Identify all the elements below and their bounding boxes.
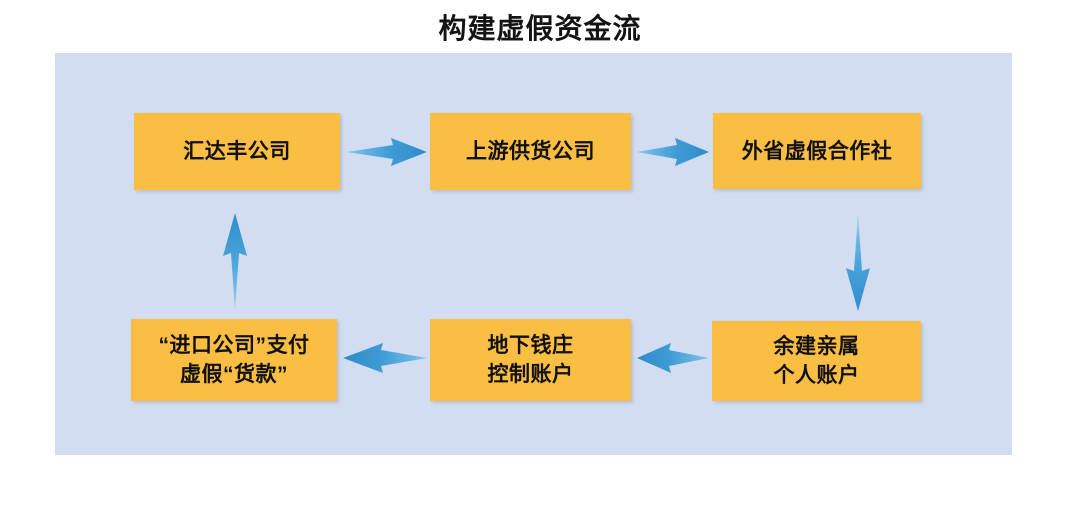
node-label: 上游供货公司	[466, 137, 595, 166]
node-label-line1: 余建亲属	[773, 335, 860, 358]
flow-diagram-panel: 汇达丰公司 上游供货公司 外省虚假合作社 余建亲属 个人账户 地下钱庄 控制账户	[55, 53, 1012, 455]
node-label-line2: 个人账户	[773, 364, 860, 387]
arrow-right-icon	[347, 138, 427, 166]
arrow-right-icon	[637, 138, 709, 166]
node-fake-cooperative[interactable]: 外省虚假合作社	[713, 113, 921, 189]
node-relative-personal-account[interactable]: 余建亲属 个人账户	[712, 321, 921, 401]
node-import-company-payment[interactable]: “进口公司”支付 虚假“货款”	[131, 319, 337, 401]
node-label-line1: 汇达丰公司	[183, 140, 291, 163]
arrow-up-icon	[223, 213, 247, 311]
node-label: 余建亲属 个人账户	[774, 332, 860, 390]
arrow-left-icon	[343, 343, 427, 373]
node-huidafeng[interactable]: 汇达丰公司	[134, 113, 340, 190]
node-label: 汇达丰公司	[183, 137, 291, 166]
node-label: 地下钱庄 控制账户	[488, 331, 574, 389]
arrow-left-icon	[637, 343, 709, 373]
arrow-down-icon	[846, 213, 870, 311]
node-label: “进口公司”支付 虚假“货款”	[159, 331, 310, 389]
node-label-line1: “进口公司”支付	[158, 334, 310, 357]
node-label-line1: 地下钱庄	[487, 334, 574, 357]
node-label-line1: 上游供货公司	[466, 140, 595, 163]
node-upstream-supplier[interactable]: 上游供货公司	[430, 113, 631, 190]
node-underground-bank-account[interactable]: 地下钱庄 控制账户	[430, 319, 631, 401]
node-label-line2: 虚假“货款”	[180, 363, 288, 386]
page-title: 构建虚假资金流	[438, 13, 642, 44]
node-label-line1: 外省虚假合作社	[741, 139, 893, 163]
node-label-line2: 控制账户	[487, 363, 574, 386]
node-label: 外省虚假合作社	[742, 137, 893, 166]
